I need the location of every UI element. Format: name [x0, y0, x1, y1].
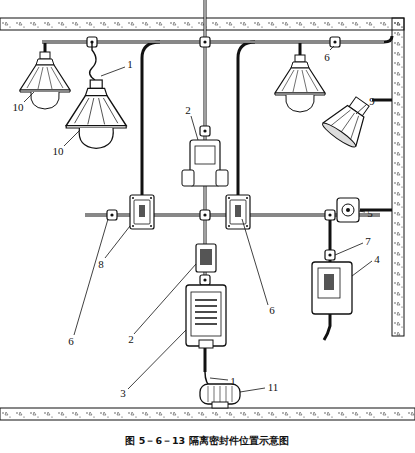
sealing-box	[182, 140, 228, 186]
floodlight	[320, 90, 379, 150]
callout-number: 11	[268, 382, 279, 393]
motor	[200, 384, 240, 408]
callout-number: 6	[269, 305, 275, 316]
control-box	[186, 285, 226, 348]
callout-number: 6	[324, 52, 330, 63]
callout-number: 6	[68, 336, 74, 347]
callout-number: 4	[374, 254, 380, 265]
callout-number: 2	[185, 105, 191, 116]
leader-line	[24, 46, 372, 392]
lamp	[275, 55, 325, 112]
callout-number: 1	[230, 376, 236, 387]
conduit	[42, 0, 392, 372]
callout-number: 3	[120, 388, 126, 399]
callout-number: 10	[53, 146, 64, 157]
callout-number: 2	[128, 334, 134, 345]
switch-box	[130, 195, 154, 229]
floor	[0, 408, 415, 420]
figure-caption: 图 5－6－13 隔离密封件位置示意图	[125, 436, 288, 446]
callout-number: 10	[13, 102, 24, 113]
switch-box	[226, 195, 250, 229]
wall	[392, 18, 404, 336]
callout-number: 1	[127, 59, 133, 70]
callout-number: 7	[365, 236, 371, 247]
callout-number: 5	[367, 208, 373, 219]
starter-box	[312, 262, 352, 340]
sealing-fitting	[337, 198, 359, 222]
lamp	[20, 52, 70, 109]
lamp	[66, 80, 126, 148]
callout-number: 9	[369, 96, 375, 107]
flexible-cable	[90, 42, 96, 80]
sealing-box	[196, 244, 216, 272]
callout-number: 8	[98, 259, 104, 270]
ceiling	[0, 18, 404, 30]
